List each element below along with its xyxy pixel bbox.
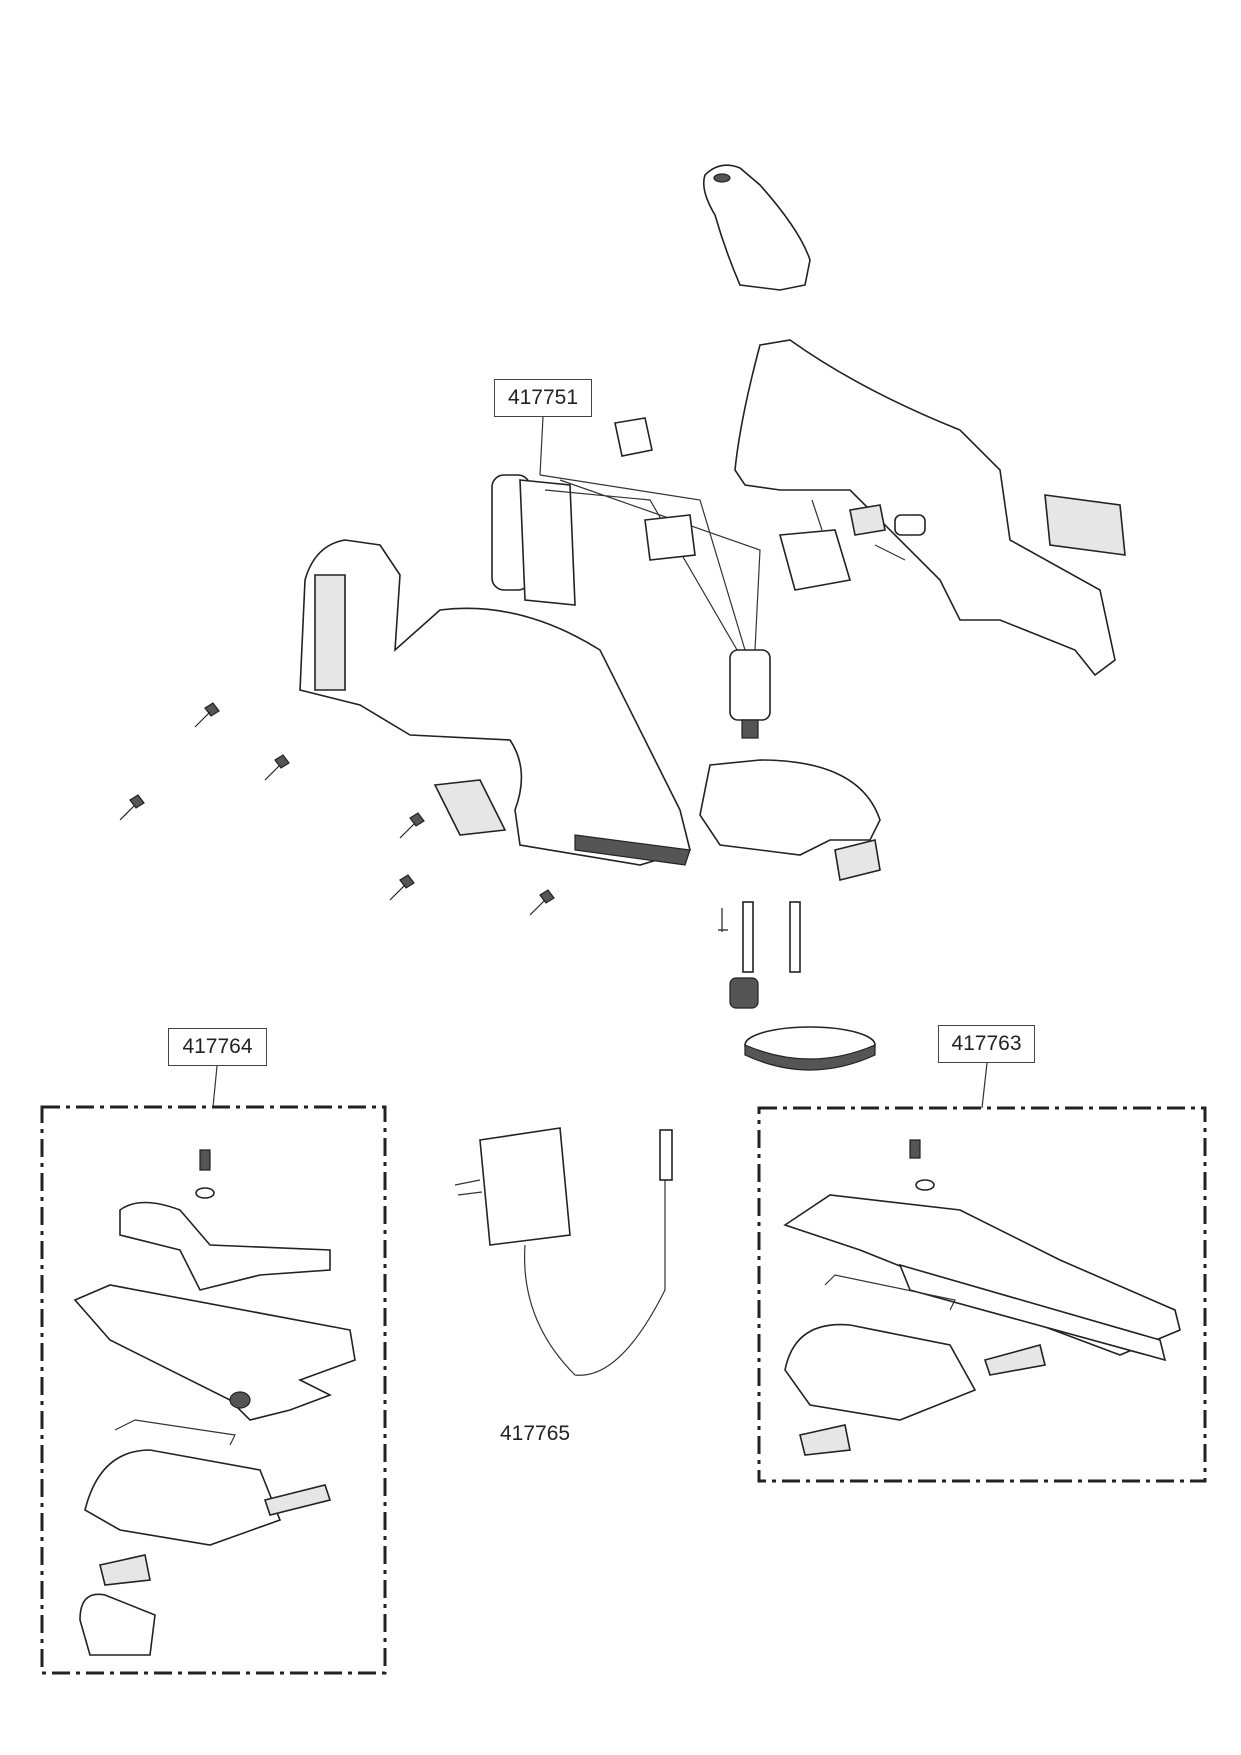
leader-417751 xyxy=(539,416,544,476)
switch-parts xyxy=(778,499,926,591)
gearbox-housing xyxy=(699,759,881,932)
screws xyxy=(119,702,555,916)
housing-right-half xyxy=(734,339,1126,677)
motor-assembly xyxy=(491,474,771,739)
kit-box-417764 xyxy=(40,1105,387,1675)
part-label-motor-assembly: 417751 xyxy=(494,379,592,417)
part-label-charger: 417765 xyxy=(500,1422,571,1445)
shrub-blade-kit-parts xyxy=(783,1139,1181,1456)
part-label-shrub-blade-kit: 417763 xyxy=(938,1025,1035,1063)
housing-left-half xyxy=(299,539,691,866)
grass-blade-kit-parts xyxy=(73,1149,356,1656)
handle-cover xyxy=(702,164,811,291)
battery-cover xyxy=(433,779,507,836)
part-label-grass-blade-kit: 417764 xyxy=(168,1028,267,1066)
gears xyxy=(729,977,876,1071)
switch-clip xyxy=(614,417,653,457)
pins xyxy=(742,901,801,973)
leader-417764 xyxy=(212,1065,218,1108)
charger xyxy=(454,1127,673,1376)
leader-417763 xyxy=(981,1062,988,1109)
